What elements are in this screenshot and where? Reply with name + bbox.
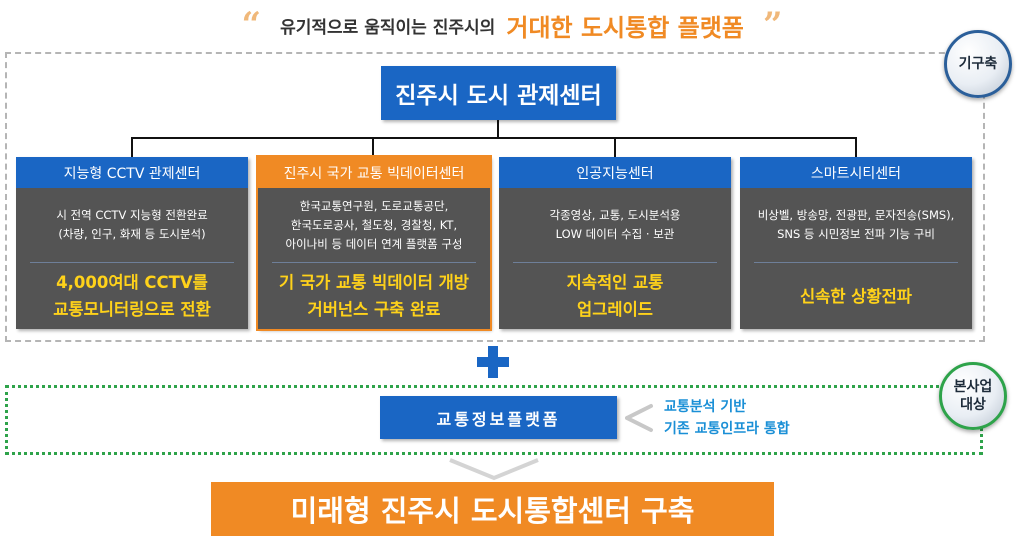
existing-system-frame (5, 52, 985, 342)
card-divider (513, 262, 717, 263)
card-header: 인공지능센터 (499, 157, 731, 188)
cctv-center-card: 지능형 CCTV 관제센터 시 전역 CCTV 지능형 전환완료 (차량, 인구… (16, 157, 248, 329)
arrow-right-icon (625, 404, 653, 432)
card-highlight: 지속적인 교통 업그레이드 (566, 273, 664, 319)
connector-trunk (497, 120, 499, 138)
traffic-side-text: 교통분석 기반 기존 교통인프라 통합 (664, 399, 790, 437)
card-highlight: 4,000여대 CCTV를 교통모니터링으로 전환 (53, 273, 211, 319)
card-body: 한국교통연구원, 도로교통공단, 한국도로공사, 철도청, 경찰청, KT, 아… (285, 198, 463, 251)
connector-bar (131, 137, 857, 139)
headline: “ 유기적으로 움직이는 진주시의 거대한 도시통합 플랫폼 ” (0, 8, 1024, 48)
project-badge-label: 본사업 대상 (953, 379, 993, 413)
city-control-center-box: 진주시 도시 관제센터 (381, 66, 616, 120)
card-body: 비상벨, 방송망, 전광판, 문자전송(SMS), SNS 등 시민정보 전파 … (757, 208, 955, 241)
smartcity-center-card: 스마트시티센터 비상벨, 방송망, 전광판, 문자전송(SMS), SNS 등 … (740, 157, 972, 329)
headline-emphasis: 거대한 도시통합 플랫폼 (506, 14, 744, 42)
card-divider (754, 262, 958, 263)
traffic-platform-box: 교통정보플랫폼 (380, 396, 617, 439)
card-highlight: 기 국가 교통 빅데이터 개방 거버넌스 구축 완료 (279, 273, 469, 319)
chevron-down-icon (449, 458, 539, 481)
card-body: 시 전역 CCTV 지능형 전환완료 (차량, 인구, 화재 등 도시분석) (56, 208, 208, 241)
existing-badge-label: 기구축 (958, 56, 998, 72)
card-header: 스마트시티센터 (740, 157, 972, 188)
card-header: 진주시 국가 교통 빅데이터센터 (258, 157, 490, 188)
close-quote-icon: ” (762, 5, 783, 45)
card-header: 지능형 CCTV 관제센터 (16, 157, 248, 188)
project-target-badge: 본사업 대상 (939, 362, 1007, 430)
connector-drop (614, 137, 616, 157)
card-body: 각종영상, 교통, 도시분석용 LOW 데이터 수집 · 보관 (549, 208, 681, 241)
headline-prefix: 유기적으로 움직이는 진주시의 (280, 18, 496, 38)
connector-drop (131, 137, 133, 157)
card-divider (30, 262, 234, 263)
connector-drop (372, 137, 374, 157)
ai-center-card: 인공지능센터 각종영상, 교통, 도시분석용 LOW 데이터 수집 · 보관 지… (499, 157, 731, 329)
city-control-center-title: 진주시 도시 관제센터 (395, 83, 602, 109)
card-divider (272, 262, 476, 263)
card-highlight: 신속한 상황전파 (799, 286, 912, 306)
bigdata-center-card: 진주시 국가 교통 빅데이터센터 한국교통연구원, 도로교통공단, 한국도로공사… (256, 155, 492, 331)
final-goal-title: 미래형 진주시 도시통합센터 구축 (290, 494, 695, 528)
existing-badge: 기구축 (944, 30, 1012, 98)
traffic-platform-title: 교통정보플랫폼 (436, 409, 561, 429)
connector-drop (855, 137, 857, 157)
plus-icon (477, 346, 509, 378)
open-quote-icon: “ (241, 5, 262, 45)
final-goal-box: 미래형 진주시 도시통합센터 구축 (211, 482, 774, 536)
